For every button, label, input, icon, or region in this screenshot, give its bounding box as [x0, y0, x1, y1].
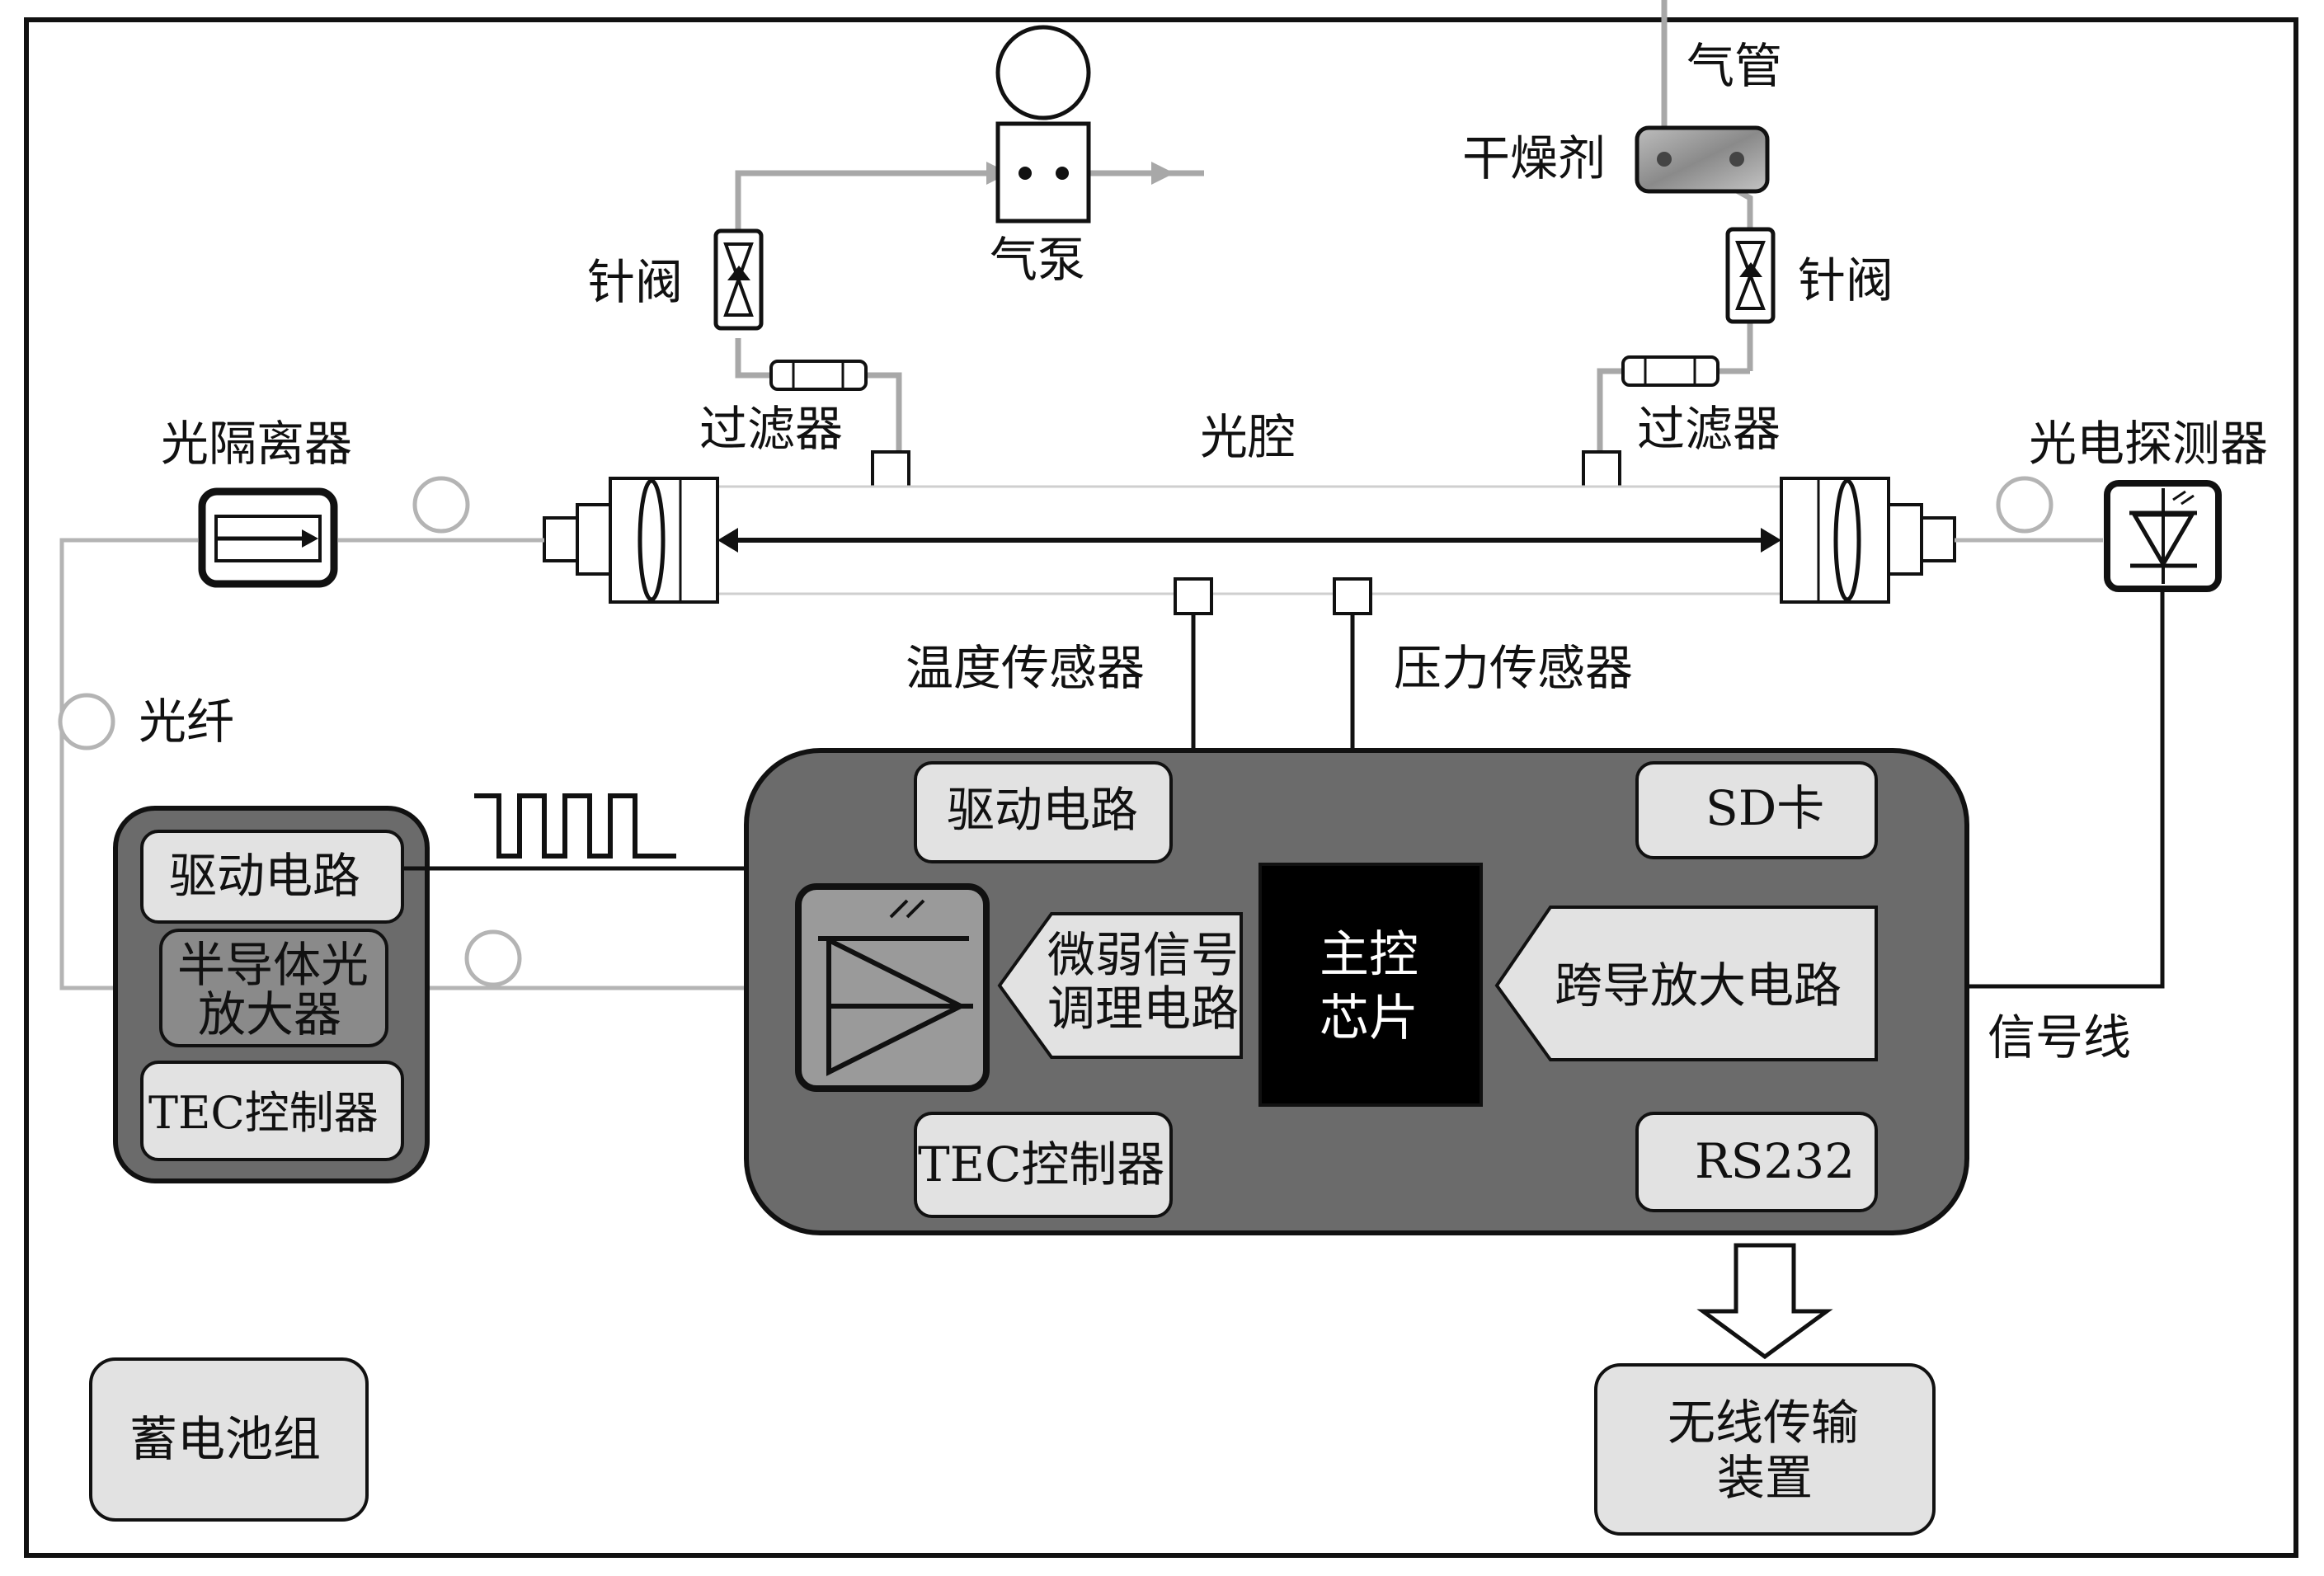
optical-fiber-label: 光纤: [139, 694, 234, 750]
needle-valve-right: [1725, 227, 1776, 324]
board-drive-circuit: 驱动电路: [947, 782, 1138, 838]
filter-right-label: 过滤器: [1637, 401, 1781, 457]
laser-module: [113, 806, 430, 1183]
soa-line1: 半导体光: [177, 937, 369, 993]
optical-cavity-label: 光腔: [1200, 409, 1296, 465]
temperature-sensor-label: 温度传感器: [906, 640, 1145, 696]
wireless-device-line2: 装置: [1717, 1450, 1813, 1506]
board-sd-card: SD卡: [1705, 780, 1824, 836]
board-tec: TEC控制器: [918, 1136, 1164, 1193]
laser-drive-circuit: 驱动电路: [169, 848, 360, 904]
weak-signal-line1: 微弱信号: [1047, 927, 1239, 983]
drive-pulse-waveform: [474, 793, 676, 859]
weak-signal-line2: 调理电路: [1047, 981, 1239, 1037]
mcu-line2: 芯片: [1320, 990, 1418, 1047]
photodetector: [2104, 480, 2222, 592]
desiccant-label: 干燥剂: [1462, 130, 1606, 186]
needle-valve-right-label: 针阀: [1798, 252, 1894, 308]
optical-cavity: [543, 477, 1956, 604]
gas-pump-label: 气泵: [990, 232, 1085, 288]
outer-frame: [24, 17, 2298, 1558]
filter-right: [1582, 355, 1719, 491]
pressure-sensor-label: 压力传感器: [1394, 640, 1633, 696]
desiccant: [1635, 125, 1770, 194]
soa-line2: 放大器: [198, 986, 341, 1042]
main-board: [744, 748, 1969, 1235]
signal-line: [1967, 589, 2165, 989]
needle-valve-left: [713, 228, 764, 331]
temperature-sensor: [1174, 577, 1213, 750]
gas-pump: [995, 25, 1091, 223]
output-arrow: [1696, 1243, 1833, 1360]
signal-line-label: 信号线: [1988, 1009, 2131, 1066]
pressure-sensor: [1333, 577, 1372, 750]
wireless-device: [1594, 1363, 1936, 1536]
laser-tec: TEC控制器: [148, 1087, 379, 1139]
board-tia: 跨导放大电路: [1555, 957, 1842, 1014]
gas-path: [735, 0, 1753, 452]
filter-left-label: 过滤器: [699, 401, 843, 457]
photodetector-label: 光电探测器: [2029, 416, 2268, 472]
optical-isolator-label: 光隔离器: [161, 416, 352, 472]
needle-valve-left-label: 针阀: [587, 254, 683, 310]
board-rs232: RS232: [1695, 1133, 1855, 1189]
gas-pipe-label: 气管: [1687, 38, 1782, 94]
battery-pack-label: 蓄电池组: [129, 1411, 321, 1467]
optical-isolator: [198, 487, 338, 588]
battery-pack: [89, 1357, 369, 1522]
mcu-line1: 主控: [1320, 926, 1418, 984]
wireless-device-line1: 无线传输: [1668, 1395, 1859, 1451]
filter-left: [769, 360, 910, 491]
